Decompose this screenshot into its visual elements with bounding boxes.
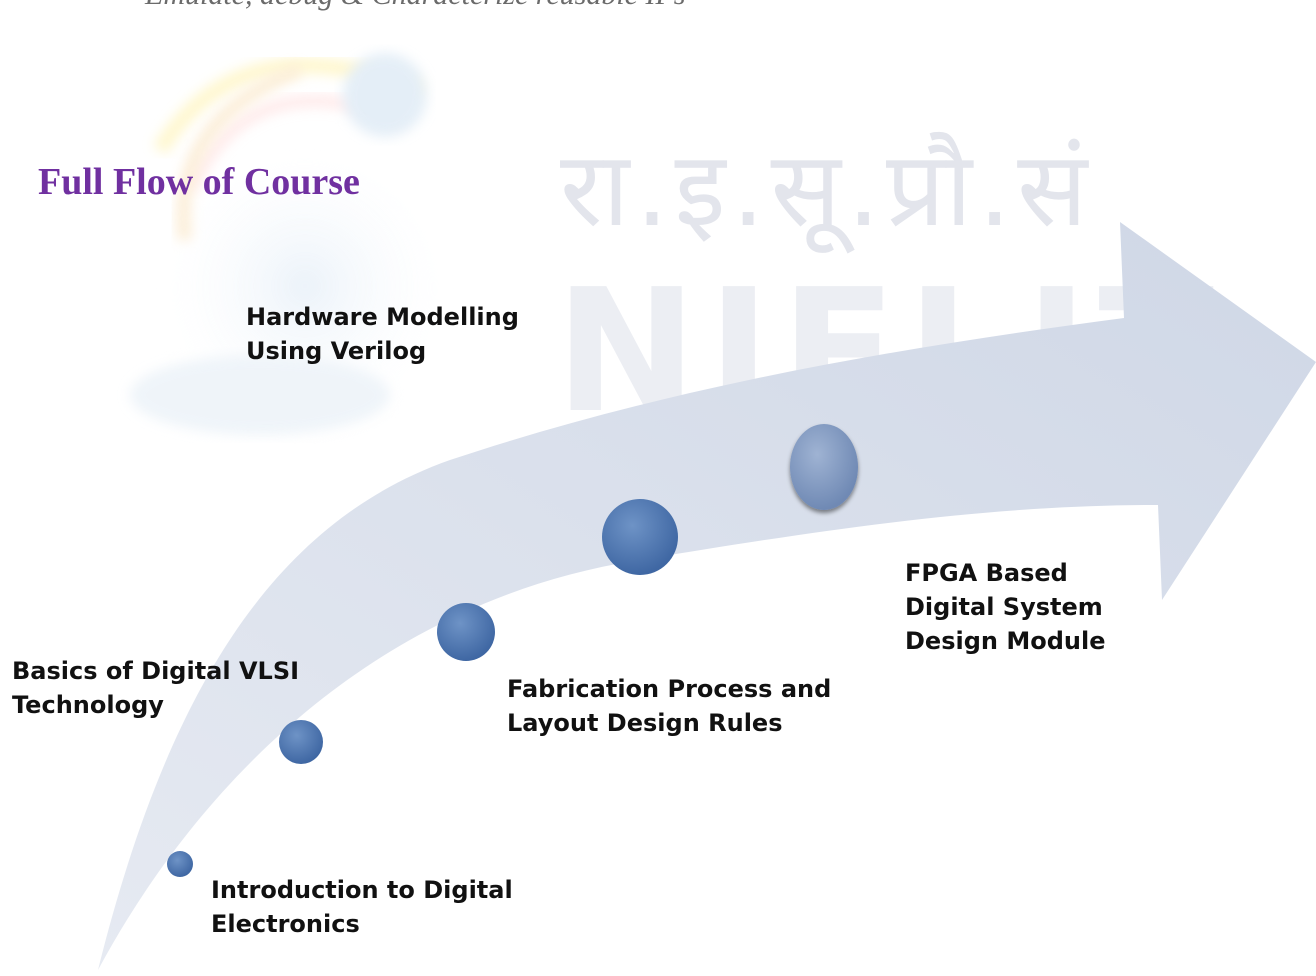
- step-label-line: Digital System: [905, 593, 1103, 621]
- step-label-hdl: Hardware Modelling Using Verilog: [246, 300, 519, 368]
- step-label-line: Using Verilog: [246, 337, 427, 365]
- step-label-line: Introduction to Digital: [211, 876, 513, 904]
- step-marker-fpga: [602, 499, 678, 575]
- step-label-line: Fabrication Process and: [507, 675, 832, 703]
- step-label-vlsi: Basics of Digital VLSI Technology: [12, 654, 299, 722]
- step-label-line: FPGA Based: [905, 559, 1068, 587]
- step-marker-intro: [167, 851, 193, 877]
- step-label-fpga: FPGA Based Digital System Design Module: [905, 556, 1105, 658]
- step-label-intro: Introduction to Digital Electronics: [211, 873, 513, 941]
- step-label-line: Hardware Modelling: [246, 303, 519, 331]
- step-label-fab: Fabrication Process and Layout Design Ru…: [507, 672, 831, 740]
- slide-top-text: Emulate, debug & Characterize reusable I…: [145, 0, 685, 12]
- step-label-line: Technology: [12, 691, 164, 719]
- step-label-line: Basics of Digital VLSI: [12, 657, 300, 685]
- watermark-devanagari: रा.इ.सू.प्रौ.सं: [560, 128, 1094, 254]
- step-label-line: Design Module: [905, 627, 1106, 655]
- step-marker-vlsi: [279, 720, 323, 764]
- logo-watermark: [130, 53, 445, 440]
- step-marker-hdl: [790, 424, 858, 510]
- step-label-line: Layout Design Rules: [507, 709, 783, 737]
- progress-arrow: [98, 222, 1316, 970]
- step-marker-fab: [437, 603, 495, 661]
- step-label-line: Electronics: [211, 910, 360, 938]
- slide-title: Full Flow of Course: [38, 161, 360, 203]
